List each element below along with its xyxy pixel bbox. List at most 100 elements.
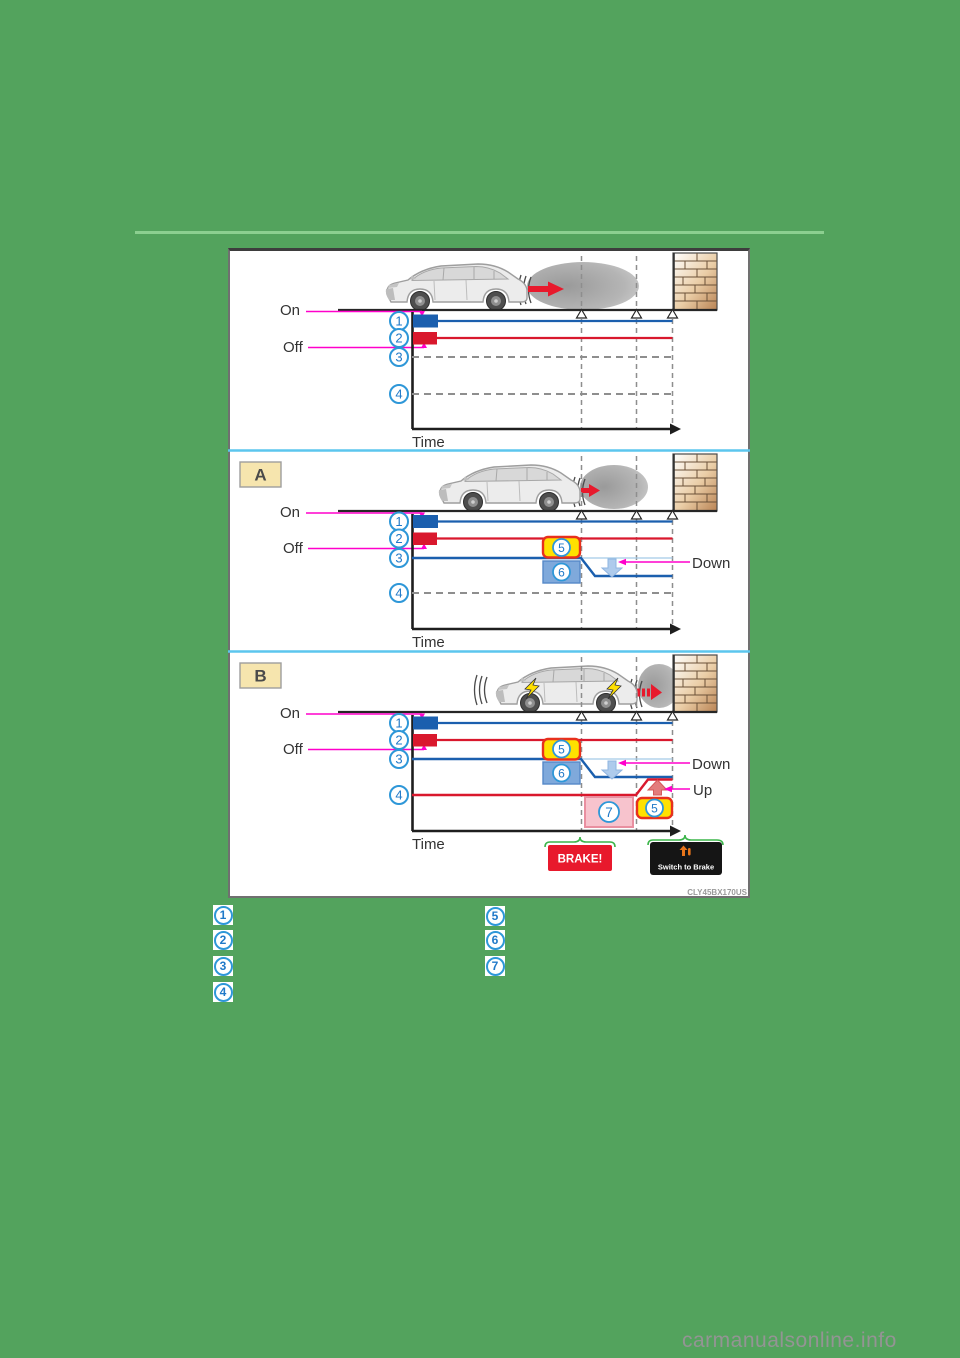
off-label: Off — [283, 741, 304, 758]
site-watermark: carmanualsonline.info — [682, 1329, 897, 1352]
signal2-start-block — [413, 332, 437, 345]
section-b-label: B — [254, 667, 266, 686]
up-pointer — [664, 785, 690, 793]
wall-icon — [672, 252, 718, 311]
marker-1: 1 — [389, 311, 409, 331]
wall-icon — [672, 654, 718, 713]
svg-text:3: 3 — [395, 752, 402, 767]
svg-text:2: 2 — [395, 531, 402, 546]
brace-icon — [544, 836, 616, 848]
marker-4: 4 — [389, 785, 409, 805]
marker-4: 4 — [389, 583, 409, 603]
signal4-step-up — [412, 778, 673, 797]
signal2-start-block — [413, 734, 437, 747]
down-pointer — [618, 759, 690, 767]
suppressed-acceleration-arrow-icon — [637, 684, 662, 700]
svg-text:3: 3 — [395, 551, 402, 566]
signal1-start-block — [413, 515, 438, 528]
highlight-5-badge: 5 — [541, 737, 582, 761]
highlight-6-badge: 6 — [542, 560, 581, 584]
legend-marker-7: 7 — [485, 956, 505, 976]
marker-2: 2 — [389, 328, 409, 348]
svg-text:5: 5 — [558, 541, 565, 555]
marker-1: 1 — [389, 713, 409, 733]
svg-text:5: 5 — [558, 742, 565, 756]
position-markers — [575, 710, 679, 721]
marker-3: 3 — [389, 347, 409, 367]
legend-marker-3: 3 — [213, 956, 233, 976]
down-pointer — [618, 558, 690, 566]
brace-icon — [647, 834, 724, 846]
svg-text:2: 2 — [395, 331, 402, 346]
svg-text:7: 7 — [605, 805, 613, 820]
time-label: Time — [412, 836, 445, 853]
car-illustration — [438, 464, 581, 513]
down-arrow-icon — [600, 760, 624, 780]
svg-text:5: 5 — [651, 801, 658, 815]
signal3-step-down — [412, 556, 673, 578]
svg-text:BRAKE!: BRAKE! — [558, 854, 603, 866]
position-markers — [575, 509, 679, 520]
svg-text:1: 1 — [395, 314, 402, 329]
brake-pedal-icon — [679, 845, 691, 856]
svg-text:4: 4 — [395, 788, 402, 803]
up-arrow-icon — [646, 779, 669, 796]
off-label: Off — [283, 540, 304, 557]
car-illustration — [385, 263, 528, 312]
time-label: Time — [412, 634, 445, 651]
highlight-5-badge: 5 — [541, 535, 582, 559]
legend-marker-4: 4 — [213, 982, 233, 1002]
acceleration-cloud — [527, 262, 639, 310]
off-pointer — [308, 342, 427, 349]
event-gridlines — [580, 456, 674, 629]
svg-text:6: 6 — [558, 565, 565, 579]
svg-text:4: 4 — [395, 387, 402, 402]
acceleration-arrow-icon — [581, 484, 600, 497]
panel-scenario-b: B — [239, 654, 748, 897]
marker-2: 2 — [389, 730, 409, 750]
marker-2: 2 — [389, 528, 409, 549]
panel-initial: On Off Time 1 2 3 — [280, 252, 718, 451]
acceleration-cloud — [638, 664, 680, 708]
on-label: On — [280, 705, 300, 722]
section-a-label: A — [254, 466, 266, 485]
legend-marker-2: 2 — [213, 930, 233, 950]
marker-1: 1 — [389, 511, 409, 532]
vibration-icon — [473, 674, 488, 706]
time-axis-arrowhead — [670, 623, 681, 635]
acceleration-cloud — [580, 465, 648, 509]
legend-marker-6: 6 — [485, 930, 505, 950]
svg-text:1: 1 — [395, 716, 402, 731]
on-label: On — [280, 302, 300, 319]
on-pointer — [306, 310, 425, 317]
timing-diagram: On Off Time 1 2 3 — [228, 252, 750, 897]
marker-4: 4 — [389, 384, 409, 404]
signal2-start-block — [413, 532, 437, 545]
header-divider — [135, 231, 824, 234]
figure-box: On Off Time 1 2 3 — [228, 248, 750, 898]
acceleration-arrow-icon — [528, 281, 564, 297]
down-label: Down — [692, 555, 730, 572]
highlight-7-badge: 7 — [584, 796, 634, 828]
svg-text:2: 2 — [395, 733, 402, 748]
event-gridlines — [580, 256, 674, 429]
brake-callout: BRAKE! — [548, 845, 612, 871]
off-label: Off — [283, 339, 304, 356]
down-label: Down — [692, 756, 730, 773]
highlight-5-badge: 5 — [635, 796, 674, 820]
time-label: Time — [412, 434, 445, 451]
signal3-step-down — [412, 757, 673, 779]
svg-text:3: 3 — [395, 350, 402, 365]
svg-text:Switch to Brake: Switch to Brake — [658, 863, 714, 872]
off-pointer — [308, 744, 427, 751]
on-label: On — [280, 504, 300, 521]
svg-text:4: 4 — [395, 586, 402, 601]
off-pointer — [308, 543, 427, 550]
svg-text:6: 6 — [558, 766, 565, 780]
switch-to-brake-callout: Switch to Brake — [650, 842, 722, 875]
up-label: Up — [693, 782, 712, 799]
down-arrow-icon — [600, 558, 624, 578]
section-b-badge — [239, 662, 282, 689]
signal1-start-block — [413, 716, 438, 730]
